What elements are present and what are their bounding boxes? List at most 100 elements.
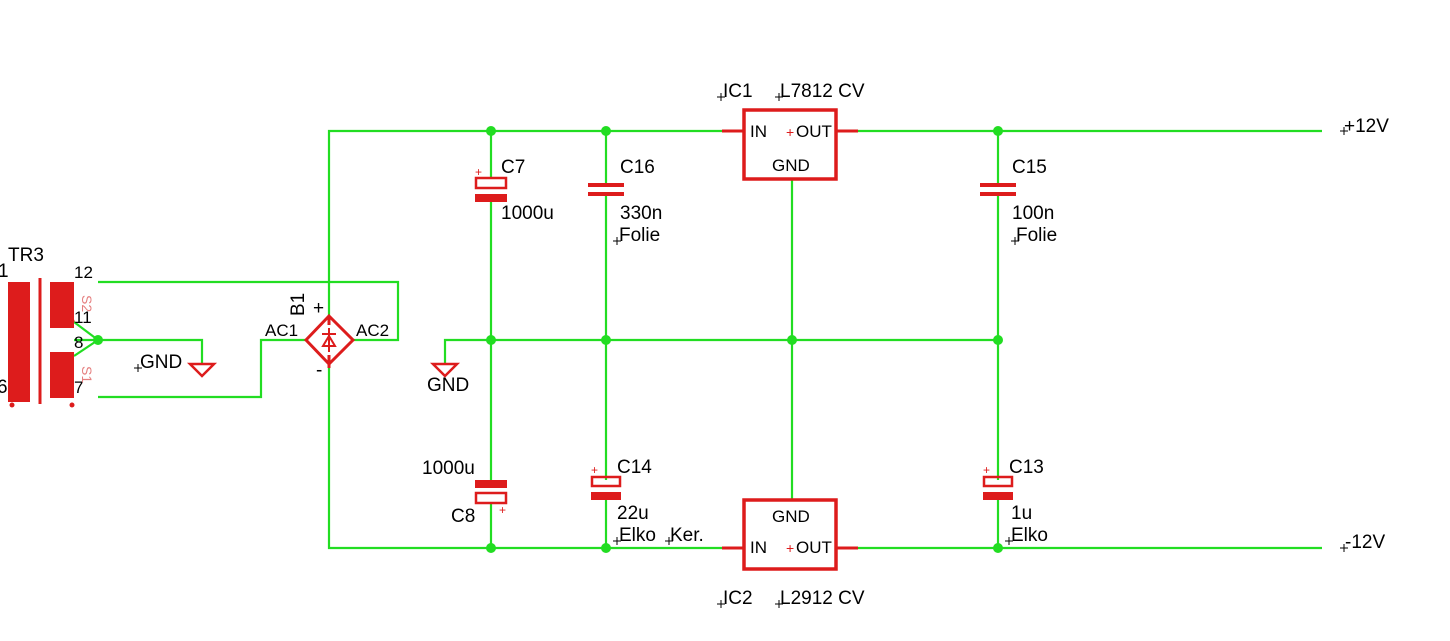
junction: [601, 543, 611, 553]
bridge-b1: B1 + - AC1 AC2: [265, 293, 389, 381]
junction: [993, 543, 1003, 553]
regulator-ic2: GND IN + OUT IC2 L2912 CV: [717, 498, 865, 609]
cap-plate-solid: [591, 492, 621, 500]
c13-type: Elko: [1011, 525, 1048, 546]
bridge-ac2: AC2: [356, 321, 389, 340]
cap-plate-outline: [590, 475, 622, 488]
tr-primary-core: [8, 282, 30, 402]
note-ker: Ker.: [665, 525, 704, 546]
cap-plate-outline: [474, 491, 508, 505]
wire-tr-7: [98, 338, 285, 399]
junction: [993, 126, 1003, 136]
ic2-out-label: OUT: [796, 538, 832, 557]
c14-value: 22u: [617, 503, 649, 524]
capacitor-c14: + C14 22u Elko: [590, 457, 656, 546]
ground-symbol-left: GND: [134, 352, 218, 378]
c7-name: C7: [501, 157, 525, 178]
tr-dot: [9, 402, 15, 408]
c13-value: 1u: [1011, 503, 1032, 524]
junction: [601, 335, 611, 345]
junction: [993, 335, 1003, 345]
c14-type: Elko: [619, 525, 656, 546]
cap-plate: [980, 192, 1016, 196]
junction: [93, 335, 103, 345]
c15-name: C15: [1012, 157, 1047, 178]
tr-winding-s2: S2: [79, 295, 95, 312]
tr-secondary-lower: [50, 352, 74, 398]
tr-dot: [69, 318, 75, 324]
junction: [601, 126, 611, 136]
tr-pin-12: 12: [74, 263, 93, 282]
ic2-body: [742, 498, 838, 571]
c16-type: Folie: [619, 225, 660, 246]
ic2-part: L2912 CV: [780, 588, 865, 609]
tr-pin-1: 1: [0, 261, 9, 282]
output-top-label: +12V: [1344, 116, 1389, 137]
cap-plate-solid: [475, 480, 507, 488]
junction: [486, 335, 496, 345]
ic2-gnd-label: GND: [772, 507, 810, 526]
ground-triangle: [186, 362, 218, 378]
tr-pin-7: 7: [74, 378, 83, 397]
ic1-gnd-label: GND: [772, 156, 810, 175]
c15-value: 100n: [1012, 203, 1054, 224]
ic1-in-label: IN: [750, 122, 767, 141]
cap-plate-outline: [474, 176, 508, 190]
tr-name: TR3: [8, 245, 44, 266]
bridge-minus: -: [316, 360, 322, 381]
transformer-tr3: TR3 1 6 12 11 8 7 S2 S1: [0, 245, 95, 408]
c7-value: 1000u: [501, 203, 554, 224]
ic1-part: L7812 CV: [780, 81, 865, 102]
bridge-name: B1: [288, 293, 309, 316]
c16-value: 330n: [620, 203, 662, 224]
c8-name: C8: [451, 506, 475, 527]
wire-top-rail: [327, 129, 744, 325]
capacitor-c8: + 1000u C8: [422, 458, 508, 527]
ic2-name: IC2: [723, 588, 753, 609]
regulator-ic1: IN + OUT GND IC1 L7812 CV: [717, 81, 865, 181]
cap-plate-solid: [983, 492, 1013, 500]
tr-pin-6: 6: [0, 377, 8, 398]
ground-label-left: GND: [140, 352, 182, 373]
cap-plate-solid: [475, 194, 507, 202]
junctions: [93, 126, 1003, 553]
c15-type: Folie: [1016, 225, 1057, 246]
wire-bottom-rail: [327, 368, 744, 550]
wires: [73, 129, 1322, 550]
cap-plus-mark: +: [475, 165, 482, 179]
cap-plate: [980, 183, 1016, 187]
wire-ground-bus: [443, 338, 998, 364]
ic1-out-label: OUT: [796, 122, 832, 141]
junction: [787, 335, 797, 345]
cap-plus-mark: +: [983, 463, 990, 477]
wire-tr-12: [98, 280, 400, 342]
cap-plate: [588, 192, 624, 196]
cap-plate: [588, 183, 624, 187]
junction: [486, 126, 496, 136]
c16-name: C16: [620, 157, 655, 178]
ground-symbol-middle: GND: [427, 362, 469, 396]
tr-dot: [69, 402, 75, 408]
ic1-out-mark: +: [786, 124, 794, 140]
output-bottom: -12V: [1340, 532, 1385, 553]
cap-plus-mark: +: [499, 503, 506, 517]
capacitor-c15: C15 100n Folie: [980, 157, 1057, 246]
ic1-body: [742, 108, 838, 181]
bridge-plus: +: [313, 298, 324, 319]
junction: [486, 543, 496, 553]
wire-tr-center-gnd: [98, 338, 204, 364]
capacitor-c16: C16 330n Folie: [588, 157, 662, 246]
ground-triangle: [429, 362, 461, 378]
bridge-body: [303, 313, 356, 367]
tr-pin-8: 8: [74, 333, 83, 352]
tr-pin-11: 11: [74, 308, 92, 327]
output-top: +12V: [1340, 116, 1389, 137]
cap-plus-mark: +: [591, 463, 598, 477]
ic2-in-label: IN: [750, 538, 767, 557]
c14-name: C14: [617, 457, 652, 478]
tr-winding-s1: S1: [79, 366, 95, 383]
ic2-out-mark: +: [786, 540, 794, 556]
c13-name: C13: [1009, 457, 1044, 478]
cap-plate-outline: [982, 475, 1014, 488]
